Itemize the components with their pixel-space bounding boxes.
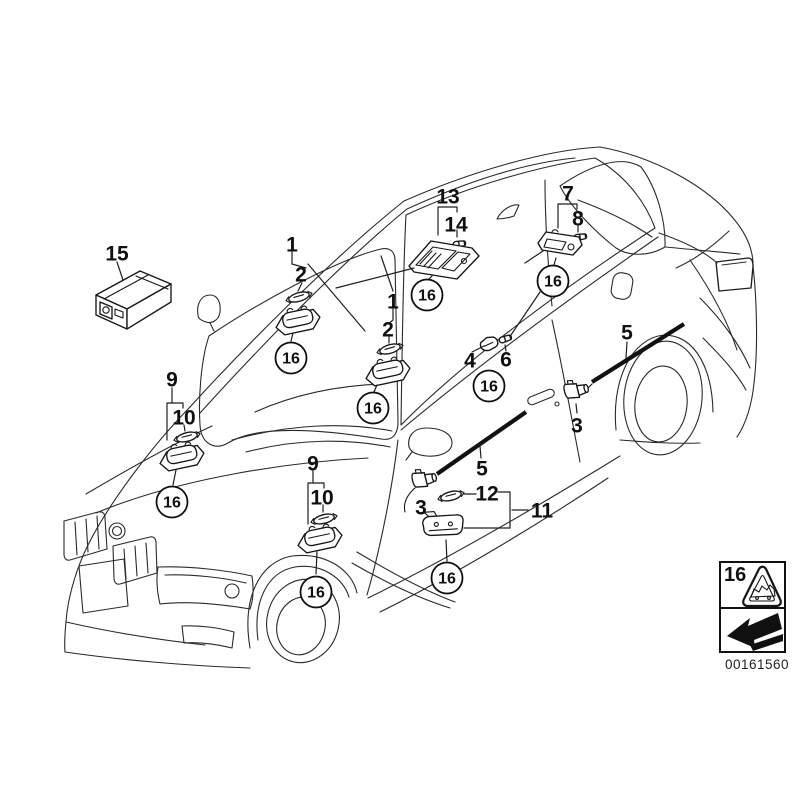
recycle-marker[interactable]: 16 [430,561,464,595]
viewing-direction-arrow-icon [727,613,783,651]
part-9-10-footwell-lamp-left [156,387,207,486]
legend-marker-number: 16 [724,564,746,586]
far-side-mirror [197,294,221,324]
footwell-lamp [156,438,207,473]
part-1-2-visor-lamp-rear [362,255,413,393]
part-5-door-sill-strip-rear [586,322,686,390]
callout-label-4[interactable]: 4 [464,350,476,373]
vanity-mirror-lamp [362,353,413,388]
headlight [156,566,254,610]
bulb-socket [561,375,591,402]
part-1-2-visor-lamp-front [272,251,366,342]
festoon-bulb [436,487,466,505]
part-15-footwell-module [95,261,172,330]
front-grille [63,511,158,585]
lower-intake [181,625,235,649]
part-7-8-rear-interior-lamp [524,203,588,266]
callout-label-6[interactable]: 6 [500,349,512,372]
callout-label-7[interactable]: 7 [562,183,574,206]
part-13-14-roof-console-lamp [335,206,480,289]
callout-label-1[interactable]: 1 [387,291,399,314]
part-groups [95,203,686,575]
svg-text:16: 16 [163,495,181,512]
scrap-car-recycle-triangle-icon [742,565,782,608]
part-5-door-sill-strip-front [435,410,528,476]
part-9-10-footwell-lamp-center [294,470,345,575]
recycle-marker[interactable]: 16 [472,369,506,403]
callout-label-15[interactable]: 15 [105,243,129,266]
side-mirror [408,427,453,457]
footwell-lamp [294,520,345,555]
callout-label-3[interactable]: 3 [571,415,583,438]
bmw-roundel [108,522,126,540]
car-outline [63,146,758,669]
svg-text:16: 16 [307,585,325,602]
svg-text:16: 16 [544,274,562,291]
callout-label-2[interactable]: 2 [382,319,394,342]
luggage-compartment-lamp [420,505,467,541]
callout-label-9[interactable]: 9 [307,453,319,476]
lamp-housing [478,334,500,353]
legend-block: 16 00161560 [719,561,789,672]
festoon-bulb [309,510,339,528]
svg-text:16: 16 [438,571,456,588]
callout-label-14[interactable]: 14 [444,214,468,237]
roof-antenna-fin [496,204,520,220]
svg-text:16: 16 [418,288,436,305]
rear-reading-lamp [537,229,583,256]
recycle-marker[interactable]: 16 [410,278,444,312]
part-11-12-trunk-lamp [420,487,529,562]
svg-text:16: 16 [480,379,498,396]
recycle-marker[interactable]: 16 [274,341,308,375]
callout-label-8[interactable]: 8 [572,208,584,231]
wedge-bulb [497,333,514,345]
festoon-bulb [375,340,405,358]
festoon-bulb [284,288,314,306]
svg-text:16: 16 [282,351,300,368]
callout-label-5[interactable]: 5 [621,322,633,345]
callout-label-2[interactable]: 2 [295,264,307,287]
callout-label-10[interactable]: 10 [172,407,195,430]
callout-label-13[interactable]: 13 [436,186,459,209]
callout-label-3[interactable]: 3 [415,497,427,520]
recycle-marker[interactable]: 16 [356,391,390,425]
part-3-bulb-socket-front [403,464,439,513]
recycle-marker[interactable]: 16 [155,485,189,519]
document-number: 00161560 [725,657,789,672]
callout-label-11[interactable]: 11 [531,500,554,523]
recycle-marker[interactable]: 16 [536,264,570,298]
part-4-6-courtesy-lamp [471,291,541,353]
part-3-bulb-socket-rear [561,375,591,414]
callout-label-9[interactable]: 9 [166,369,178,392]
license-plate [78,558,129,614]
interior-roof-lamp [408,240,480,280]
svg-text:16: 16 [364,401,382,418]
recycle-marker[interactable]: 16 [299,575,333,609]
callout-label-12[interactable]: 12 [475,483,498,506]
callout-label-1[interactable]: 1 [286,234,298,257]
door-handle [527,388,560,407]
callout-label-5[interactable]: 5 [476,458,488,481]
callout-label-10[interactable]: 10 [310,487,333,510]
bulb-socket [409,464,439,491]
vanity-mirror-lamp [272,302,323,337]
